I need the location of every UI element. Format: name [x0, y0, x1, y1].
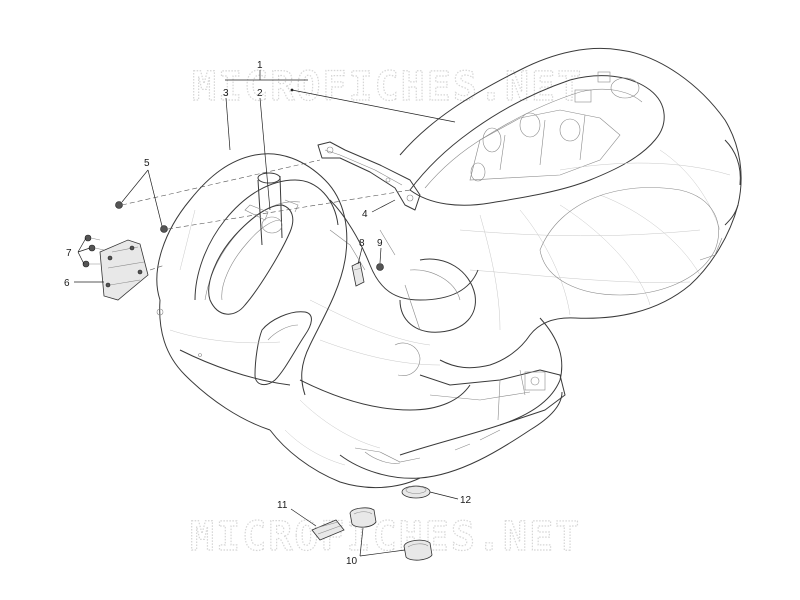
part-10-rubber-plugs	[349, 507, 433, 561]
part-12-cap	[401, 485, 431, 499]
callout-7: 7	[66, 248, 72, 259]
callout-8: 8	[359, 238, 365, 249]
callout-10: 10	[346, 556, 358, 567]
callout-4: 4	[362, 209, 368, 220]
part-7-screws	[82, 234, 105, 268]
part-8-clip	[351, 261, 365, 287]
part-11-rubber-pad	[311, 519, 345, 541]
leader-lines	[74, 70, 459, 557]
scooter-frame-body	[399, 47, 742, 456]
callout-9: 9	[377, 238, 383, 249]
watermark-top: MICROFICHES.NET	[192, 64, 583, 110]
part-5-nuts	[115, 201, 168, 233]
callout-5: 5	[144, 158, 150, 169]
callout-11: 11	[277, 500, 288, 511]
front-leg-shield	[156, 153, 421, 489]
callout-6: 6	[64, 278, 70, 289]
watermark-bottom: MICROFICHES.NET	[190, 514, 581, 560]
part-9-nut	[376, 263, 384, 271]
floor-and-leg-shield	[299, 199, 563, 479]
callout-labels: 1 2 3 4 5 6 7 8 9 10 11 12	[64, 60, 472, 567]
part-6-hinge-bracket	[99, 239, 149, 301]
callout-2: 2	[257, 88, 263, 99]
callout-12: 12	[460, 495, 472, 506]
part-4-brace-bracket	[317, 141, 421, 211]
callout-1: 1	[257, 60, 263, 71]
callout-3: 3	[223, 88, 229, 99]
